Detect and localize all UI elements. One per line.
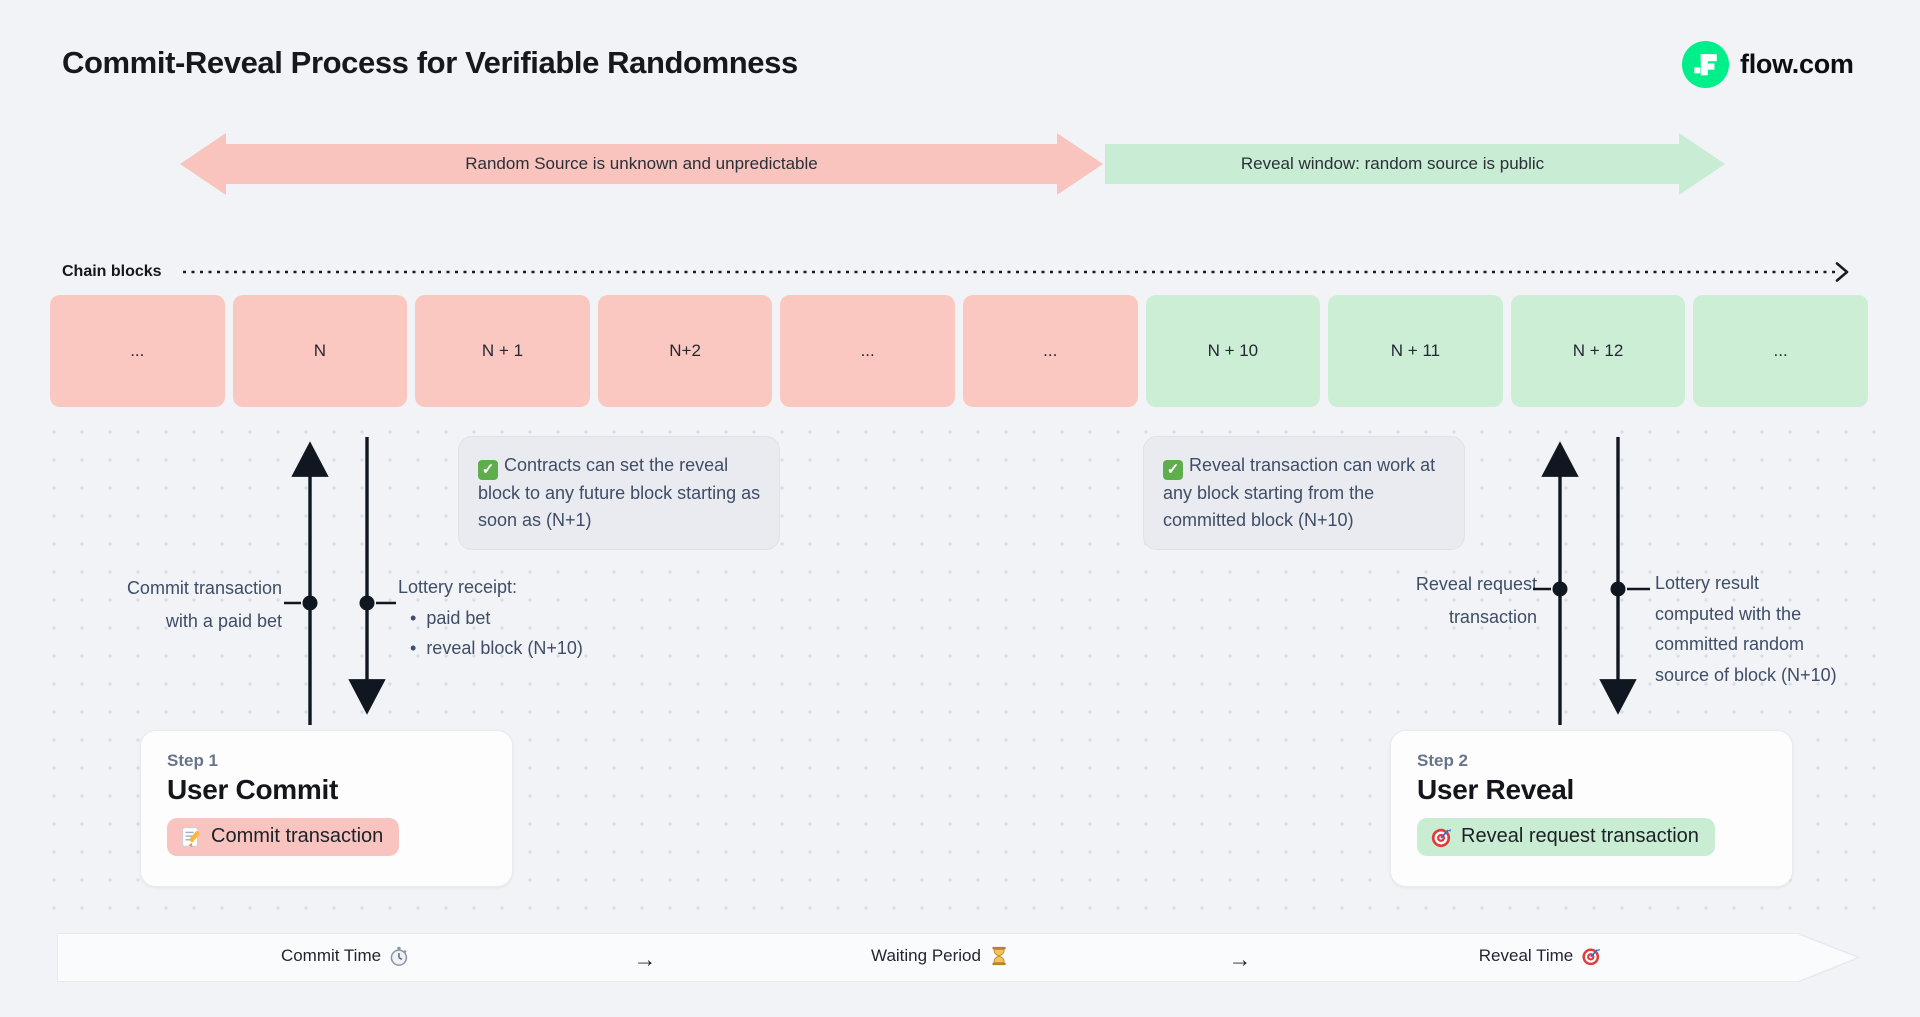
annotation-title: Lottery receipt: [398,577,518,597]
timeline-chevron-tip [1798,933,1862,983]
memo-icon [182,826,200,847]
commit-phase-label: Random Source is unknown and unpredictab… [225,144,1058,184]
reveal-note-box: ✓Reveal transaction can work at any bloc… [1143,436,1465,550]
timeline-label: Reveal Time [1478,946,1574,965]
timeline-waiting-period: Waiting Period [871,946,1009,966]
lottery-result-annotation: Lottery result computed with the committ… [1655,568,1837,690]
chain-block: ... [780,295,955,407]
stopwatch-icon [390,946,408,966]
reveal-button-label: Reveal request transaction [1461,825,1699,847]
chain-block: N + 11 [1328,295,1503,407]
timeline-arrow: → [1229,946,1252,973]
reveal-request-button[interactable]: Reveal request transaction [1417,818,1715,856]
annotation-line: Commit transaction [126,578,282,598]
chain-block: N + 12 [1510,295,1686,407]
annotation-line: Lottery result [1655,573,1760,593]
step1-title: User Commit [167,774,338,805]
chain-blocks-row: ... N N + 1 N+2 ... ... N + 10 N + 11 N … [50,295,1868,407]
commit-button-label: Commit transaction [211,825,384,847]
chain-block: N+2 [597,295,773,407]
arrow-right-head [1057,133,1103,195]
chain-block: N [232,295,408,407]
check-icon: ✓ [478,460,498,480]
reveal-phase-label: Reveal window: random source is public [1105,144,1680,184]
target-icon [1582,948,1601,966]
page-title: Commit-Reveal Process for Verifiable Ran… [62,45,798,80]
annotation-line: committed random [1655,634,1805,654]
receipt-bullet: paid bet [398,603,583,633]
hourglass-icon [992,946,1006,966]
arrow-right-icon: → [1228,946,1252,972]
reveal-request-annotation: Reveal request transaction [1345,568,1537,634]
arrow-right-icon: → [633,946,657,972]
timeline-bar [57,933,1799,982]
chain-blocks-label: Chain blocks [62,263,162,280]
commit-note-box: ✓Contracts can set the reveal block to a… [458,436,780,550]
chain-block: ... [962,295,1138,407]
step2-title: User Reveal [1417,774,1575,805]
annotation-line: transaction [1448,607,1537,627]
lottery-receipt-annotation: Lottery receipt: paid bet reveal block (… [398,572,583,663]
target-icon [1431,828,1452,847]
arrow-right-head [1679,133,1725,195]
arrow-left-head [180,133,226,195]
commit-transaction-annotation: Commit transaction with a paid bet [60,572,282,638]
timeline-reveal-time: Reveal Time [1479,946,1601,966]
chain-block: ... [1693,295,1868,407]
chain-block: ... [50,295,225,407]
step2-card: Step 2 User Reveal Reveal request transa… [1390,730,1793,887]
annotation-line: Reveal request [1415,574,1537,594]
step2-label: Step 2 [1417,751,1469,770]
brand-name: flow.com [1740,49,1854,79]
annotation-line: with a paid bet [165,611,282,631]
step1-label: Step 1 [167,751,219,770]
check-icon: ✓ [1163,460,1183,480]
reveal-phase-arrow: Reveal window: random source is public [1105,133,1725,195]
chain-block: N + 1 [415,295,590,407]
timeline-label: Commit Time [280,946,382,965]
flow-logo-icon [1682,41,1729,88]
annotation-line: computed with the [1655,603,1802,624]
annotation-line: source of block (N+10) [1655,664,1837,685]
timeline-arrow: → [634,946,657,973]
note-text: Reveal transaction can work at any block… [1163,455,1436,530]
step1-card: Step 1 User Commit Commit transaction [140,730,513,887]
flow-brand-link[interactable]: flow.com [1682,41,1854,88]
receipt-bullet: reveal block (N+10) [398,633,583,663]
chain-block: N + 10 [1145,295,1321,407]
commit-phase-arrow: Random Source is unknown and unpredictab… [180,133,1103,195]
commit-transaction-button[interactable]: Commit transaction [167,818,400,856]
timeline-commit-time: Commit Time [281,946,409,966]
chain-dotted-line [183,262,1849,282]
note-text: Contracts can set the reveal block to an… [478,455,761,530]
timeline-label: Waiting Period [871,946,981,965]
